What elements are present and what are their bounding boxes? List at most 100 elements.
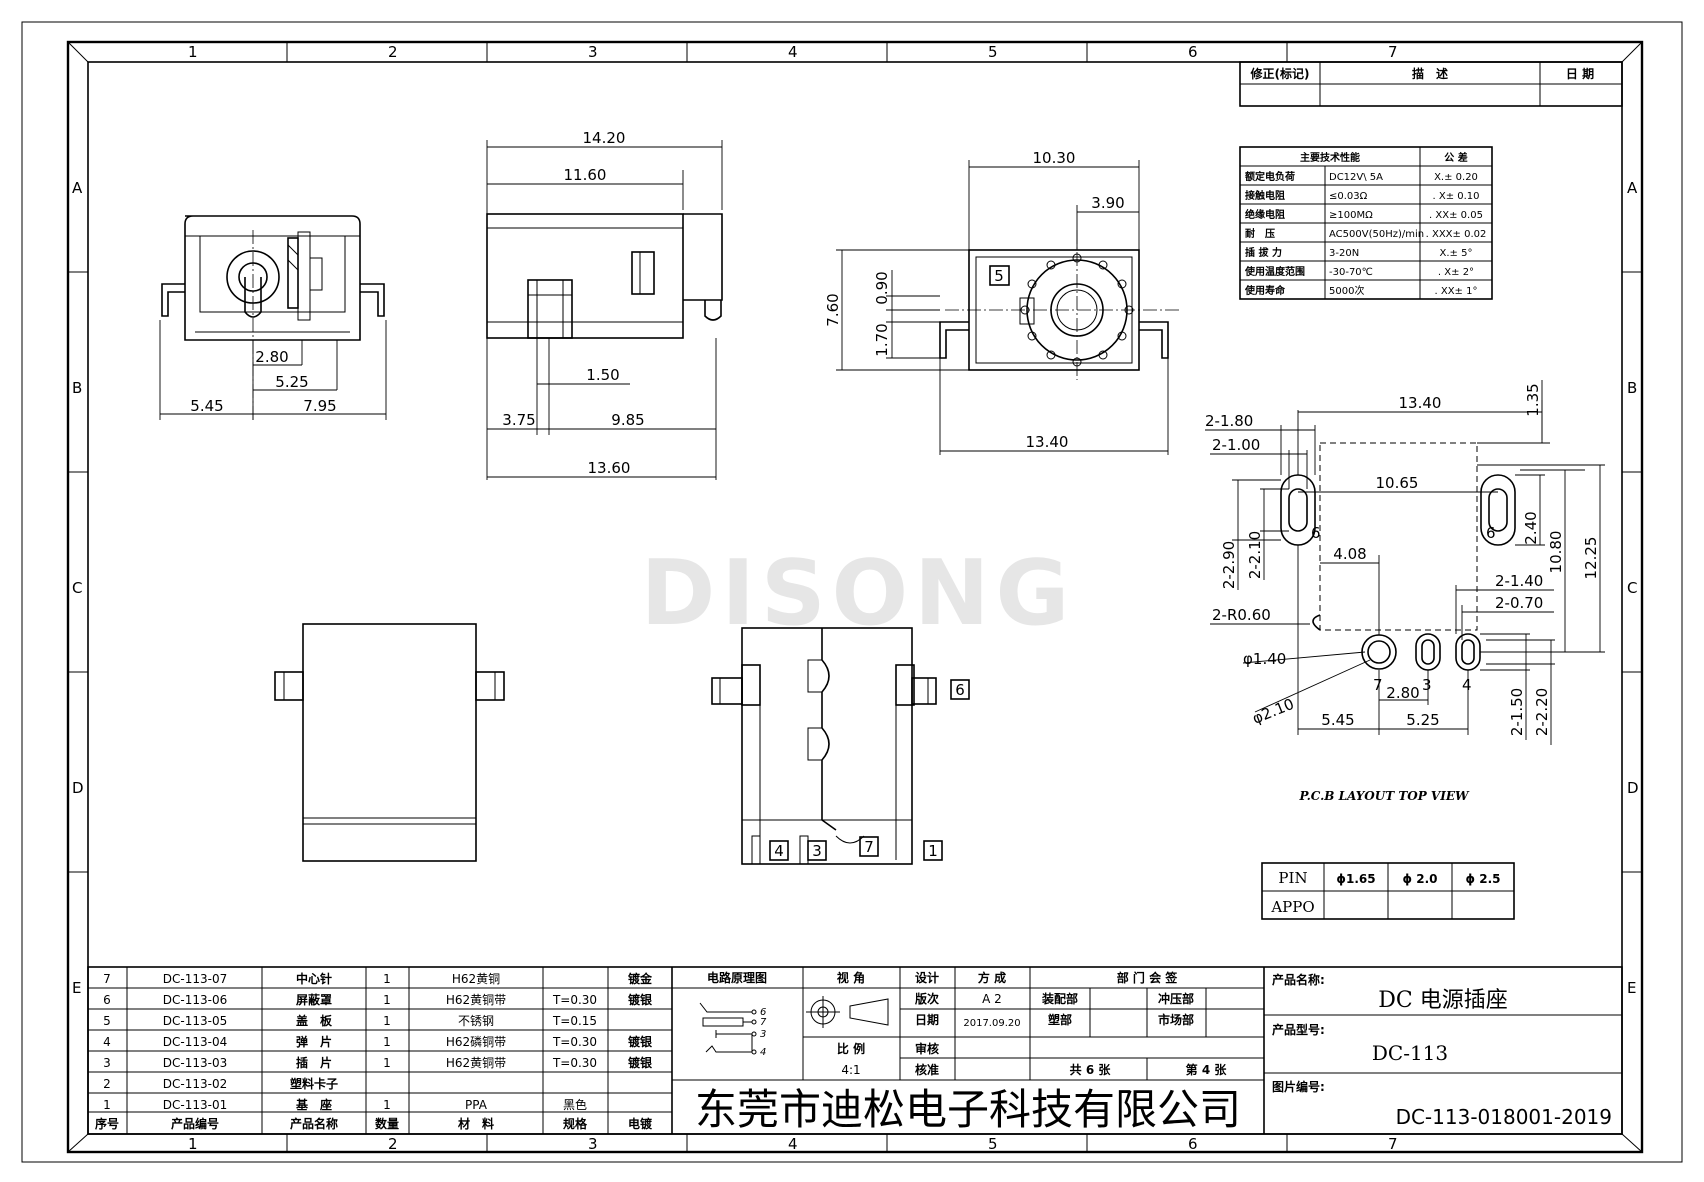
- dim-front-7-95: 7.95: [303, 397, 336, 415]
- rim-bump: [1027, 331, 1037, 341]
- stamping-dept: 冲压部: [1158, 991, 1194, 1006]
- pin-header-2-5: ϕ 2.5: [1466, 872, 1501, 886]
- dim-side-14-20: 14.20: [583, 129, 626, 147]
- zone-col-5: 5: [988, 43, 998, 61]
- design-label: 设计: [915, 970, 939, 985]
- side-view: 14.20 11.60 1.50 3.75 9.85 13.60: [486, 129, 723, 480]
- bom-cell-no: 1: [103, 1098, 111, 1112]
- zone-col-3-bottom: 3: [588, 1135, 598, 1153]
- zone-row-d: D: [72, 779, 84, 797]
- bom-cell-material: 不锈钢: [458, 1014, 494, 1028]
- dim-side-1-50: 1.50: [586, 366, 619, 384]
- rim-bump: [1072, 357, 1082, 367]
- zone-col-2-bottom: 2: [388, 1135, 398, 1153]
- callout-bottom-1: 1: [928, 842, 938, 860]
- zone-col-2: 2: [388, 43, 398, 61]
- version-value: A 2: [982, 992, 1002, 1006]
- dim-front-2-80: 2.80: [255, 348, 288, 366]
- bom-cell-code: DC-113-04: [163, 1035, 227, 1049]
- dim-side-3-75: 3.75: [502, 411, 535, 429]
- pcb-callout-3: 3: [1422, 676, 1432, 694]
- pcb-dim-2-2-20: 2-2.20: [1533, 688, 1551, 736]
- watermark: DISONG: [641, 541, 1076, 646]
- callout-top-5: 5: [994, 267, 1004, 285]
- zone-row-a-right: A: [1627, 179, 1638, 197]
- spec-row-value: DC12V\ 5A: [1329, 172, 1383, 183]
- bom-cell-qty: 1: [383, 1098, 391, 1112]
- product-name: DC 电源插座: [1378, 988, 1507, 1013]
- bom-cell-material: PPA: [465, 1098, 488, 1112]
- pcb-dim-5-25: 5.25: [1406, 711, 1439, 729]
- bom-cell-spec: T=0.15: [552, 1014, 597, 1028]
- revision-mark-header: 修正(标记): [1250, 66, 1310, 81]
- pin-row-appo: APPO: [1270, 898, 1314, 916]
- sheet-frame: 1 2 3 4 5 6 7 1 2 3 4 5 6 7 A B C D E A …: [21, 21, 1683, 1163]
- dim-front-5-25: 5.25: [275, 373, 308, 391]
- pcb-dim-2-1-00: 2-1.00: [1212, 436, 1260, 454]
- bom-cell-code: DC-113-03: [163, 1056, 227, 1070]
- spec-row-name: 绝缘电阻: [1245, 208, 1285, 221]
- circuit-pin-7: 7: [760, 1017, 767, 1028]
- zone-col-7: 7: [1388, 43, 1398, 61]
- spec-row-value: 3-20N: [1329, 248, 1359, 259]
- rear-view: [274, 623, 505, 862]
- bom-header-spec: 规格: [563, 1116, 588, 1131]
- view-angle-label: 视 角: [837, 970, 865, 985]
- spec-header-performance: 主要技术性能: [1300, 151, 1360, 164]
- spec-row-value: 5000次: [1329, 284, 1364, 297]
- pcb-dim-13-40: 13.40: [1399, 394, 1442, 412]
- zone-row-c: C: [72, 579, 82, 597]
- bom-cell-no: 5: [103, 1014, 111, 1028]
- bom-cell-spec: T=0.30: [552, 1035, 597, 1049]
- product-model: DC-113: [1372, 1041, 1448, 1065]
- date-value: 2017.09.20: [963, 1018, 1020, 1029]
- pcb-dim-5-45: 5.45: [1321, 711, 1354, 729]
- spec-row-tolerance: . X± 0.10: [1432, 191, 1479, 202]
- pin-table: PIN ϕ1.65 ϕ 2.0 ϕ 2.5 APPO: [1261, 862, 1515, 920]
- pcb-callout-right-6: 6: [1486, 524, 1496, 542]
- zone-col-6: 6: [1188, 43, 1198, 61]
- spec-row-name: 使用温度范围: [1244, 265, 1305, 278]
- front-view: 2.80 5.25 5.45 7.95: [159, 215, 387, 420]
- pcb-dim-2-80: 2.80: [1386, 684, 1419, 702]
- pcb-dim-10-65: 10.65: [1376, 474, 1419, 492]
- spec-row-tolerance: . XX± 0.05: [1429, 210, 1483, 221]
- bom-cell-plating: 镀银: [628, 992, 653, 1007]
- bom-cell-code: DC-113-02: [163, 1077, 227, 1091]
- bom-cell-no: 6: [103, 993, 111, 1007]
- pcb-dim-2-r0-60: 2-R0.60: [1212, 606, 1271, 624]
- top-view: 5 10.30 3.90 7.60 0.90 1.70 13.40: [824, 149, 1180, 455]
- rim-bump: [1027, 279, 1037, 289]
- bottom-view: 6 4 3 7 1: [711, 627, 970, 865]
- bom-cell-material: H62黄铜带: [446, 1055, 506, 1070]
- bom-cell-name: 盖 板: [296, 1013, 333, 1028]
- pcb-dim-12-25: 12.25: [1582, 537, 1600, 580]
- pcb-caption: P.C.B LAYOUT TOP VIEW: [1299, 789, 1470, 803]
- bom-cell-spec: T=0.30: [552, 993, 597, 1007]
- zone-row-c-right: C: [1627, 579, 1637, 597]
- bom-cell-code: DC-113-07: [163, 972, 227, 986]
- dim-side-9-85: 9.85: [611, 411, 644, 429]
- revision-date-header: 日 期: [1566, 66, 1594, 81]
- spec-row-tolerance: . XXX± 0.02: [1426, 229, 1487, 240]
- callout-bottom-4: 4: [774, 842, 784, 860]
- drawing-no-label: 图片编号:: [1272, 1079, 1325, 1094]
- pcb-dim-2-1-50: 2-1.50: [1508, 688, 1526, 736]
- pcb-layout-view: 6 6 7 3 4 13.40 1.35 2-1.80 2-1.00 10.65…: [1205, 380, 1605, 803]
- bom-cell-plating: 镀银: [628, 1034, 653, 1049]
- bom-header-name: 产品名称: [290, 1116, 338, 1131]
- scale-label: 比 例: [837, 1041, 865, 1056]
- dim-top-7-60: 7.60: [824, 293, 842, 326]
- bom-cell-no: 4: [103, 1035, 111, 1049]
- spec-row-value: ≥100MΩ: [1329, 210, 1373, 221]
- pcb-dim-10-80: 10.80: [1547, 531, 1565, 574]
- spec-row-value: AC500V(50Hz)/min: [1329, 229, 1424, 240]
- circuit-pin-4: 4: [760, 1047, 766, 1058]
- approve-label: 核准: [915, 1062, 939, 1077]
- spec-row-tolerance: . XX± 1°: [1435, 286, 1478, 297]
- zone-col-3: 3: [588, 43, 598, 61]
- bom-cell-plating: 镀金: [628, 971, 653, 986]
- dim-top-13-40: 13.40: [1026, 433, 1069, 451]
- spec-row-name: 额定电负荷: [1245, 170, 1295, 183]
